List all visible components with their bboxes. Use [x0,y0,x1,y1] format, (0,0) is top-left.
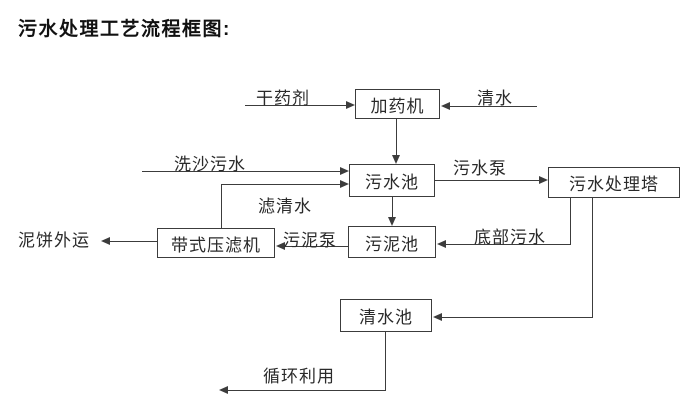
sand-washing-line [142,171,340,173]
node-dosing-machine: 加药机 [355,89,440,119]
arrow-right-icon [346,101,355,109]
edge-label-recycling: 循环利用 [263,367,335,386]
sewage-pump-line [435,180,539,182]
edge-label-sand-washing-sewage: 洗沙污水 [174,155,246,174]
sewage-to-sludge-line [392,197,394,218]
arrow-left-icon [441,102,450,110]
mud-cake-line [110,241,157,243]
recycling-line [227,390,386,392]
edge-label-filtered-water: 滤清水 [258,197,312,216]
node-treatment-tower: 污水处理塔 [548,167,680,198]
edge-label-clean-water: 清水 [477,89,513,108]
node-sludge-pool: 污泥池 [348,226,436,258]
arrow-down-icon [388,217,396,226]
edge-label-mud-cake-out: 泥饼外运 [18,231,90,250]
edge-label-dry-chemical: 干药剂 [256,89,310,108]
arrow-right-icon [340,167,349,175]
arrow-down-icon [392,155,400,164]
bottom-sewage-vline [570,198,572,245]
arrow-left-icon [433,313,442,321]
arrow-right-icon [340,180,349,188]
arrow-right-icon [539,176,548,184]
arrow-left-icon [101,237,110,245]
edge-label-bottom-sewage: 底部污水 [474,228,546,247]
node-belt-filter-press: 带式压滤机 [157,228,275,258]
node-clean-water-pool: 清水池 [340,299,432,332]
node-sewage-pool: 污水池 [349,164,435,197]
filtered-water-vline [221,184,223,228]
edge-label-sludge-pump: 污泥泵 [283,231,337,250]
page-title: 污水处理工艺流程框图: [18,19,231,40]
tower-to-clean-pool-vline [592,198,594,318]
arrow-left-icon [276,242,285,250]
clean-water-line [450,106,537,108]
sludge-pump-line [285,246,348,248]
arrow-left-icon [219,386,228,394]
dry-chemical-line [245,105,346,107]
tower-to-clean-pool-line [442,317,593,319]
filtered-water-line [221,184,341,186]
arrow-left-icon [437,240,446,248]
dosing-to-sewage-line [396,119,398,156]
bottom-sewage-line [446,244,571,246]
recycling-vline [385,332,387,391]
edge-label-sewage-pump: 污水泵 [453,159,507,178]
